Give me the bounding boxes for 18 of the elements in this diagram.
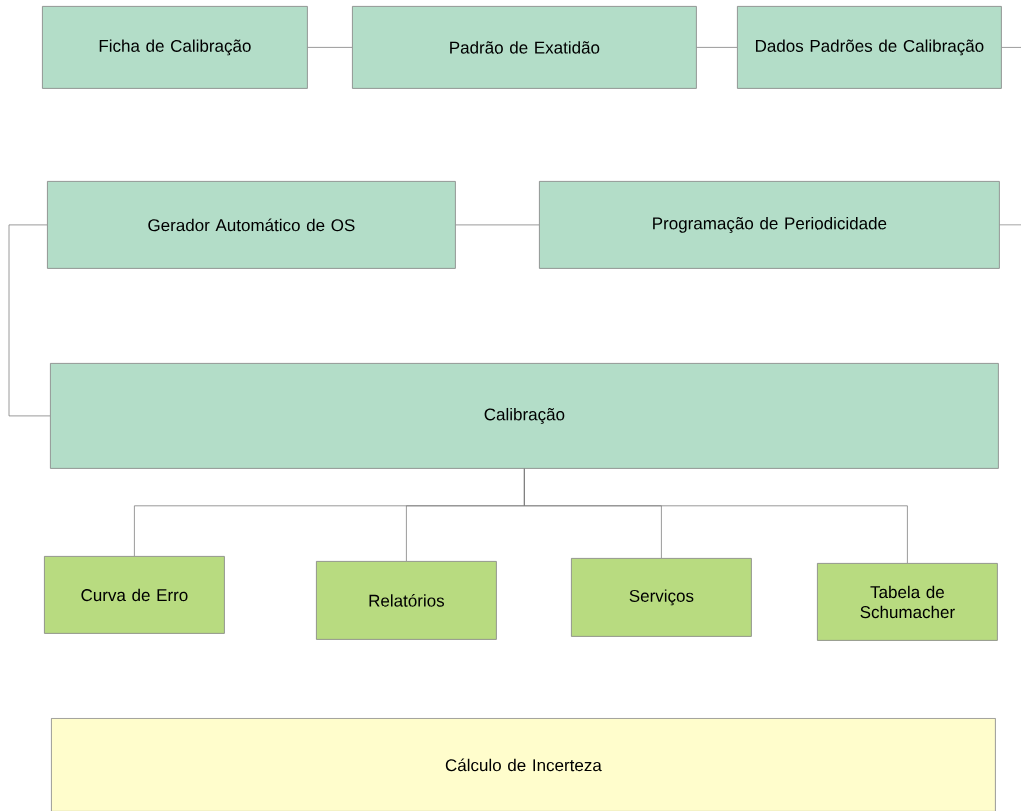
connector-line: [455, 224, 540, 226]
process-box: Relatórios: [316, 561, 497, 640]
process-box: Dados Padrões de Calibração: [737, 6, 1002, 89]
process-box: Padrão de Exatidão: [352, 6, 697, 89]
connector-line: [999, 224, 1021, 226]
process-box: Serviços: [571, 558, 752, 637]
connector-line: [1001, 47, 1021, 48]
process-box: Tabela de Schumacher: [817, 563, 998, 641]
process-box: Ficha de Calibração: [42, 6, 308, 89]
connector-line: [696, 47, 738, 48]
process-box: Programação de Periodicidade: [539, 181, 1000, 269]
process-box: Gerador Automático de OS: [47, 181, 456, 269]
process-box: Calibração: [50, 363, 999, 469]
connector-line: [307, 47, 353, 48]
process-box: Cálculo de Incerteza: [51, 718, 996, 811]
process-box: Curva de Erro: [44, 556, 225, 634]
connector-line: [524, 468, 908, 564]
connector-line: [8, 224, 51, 417]
